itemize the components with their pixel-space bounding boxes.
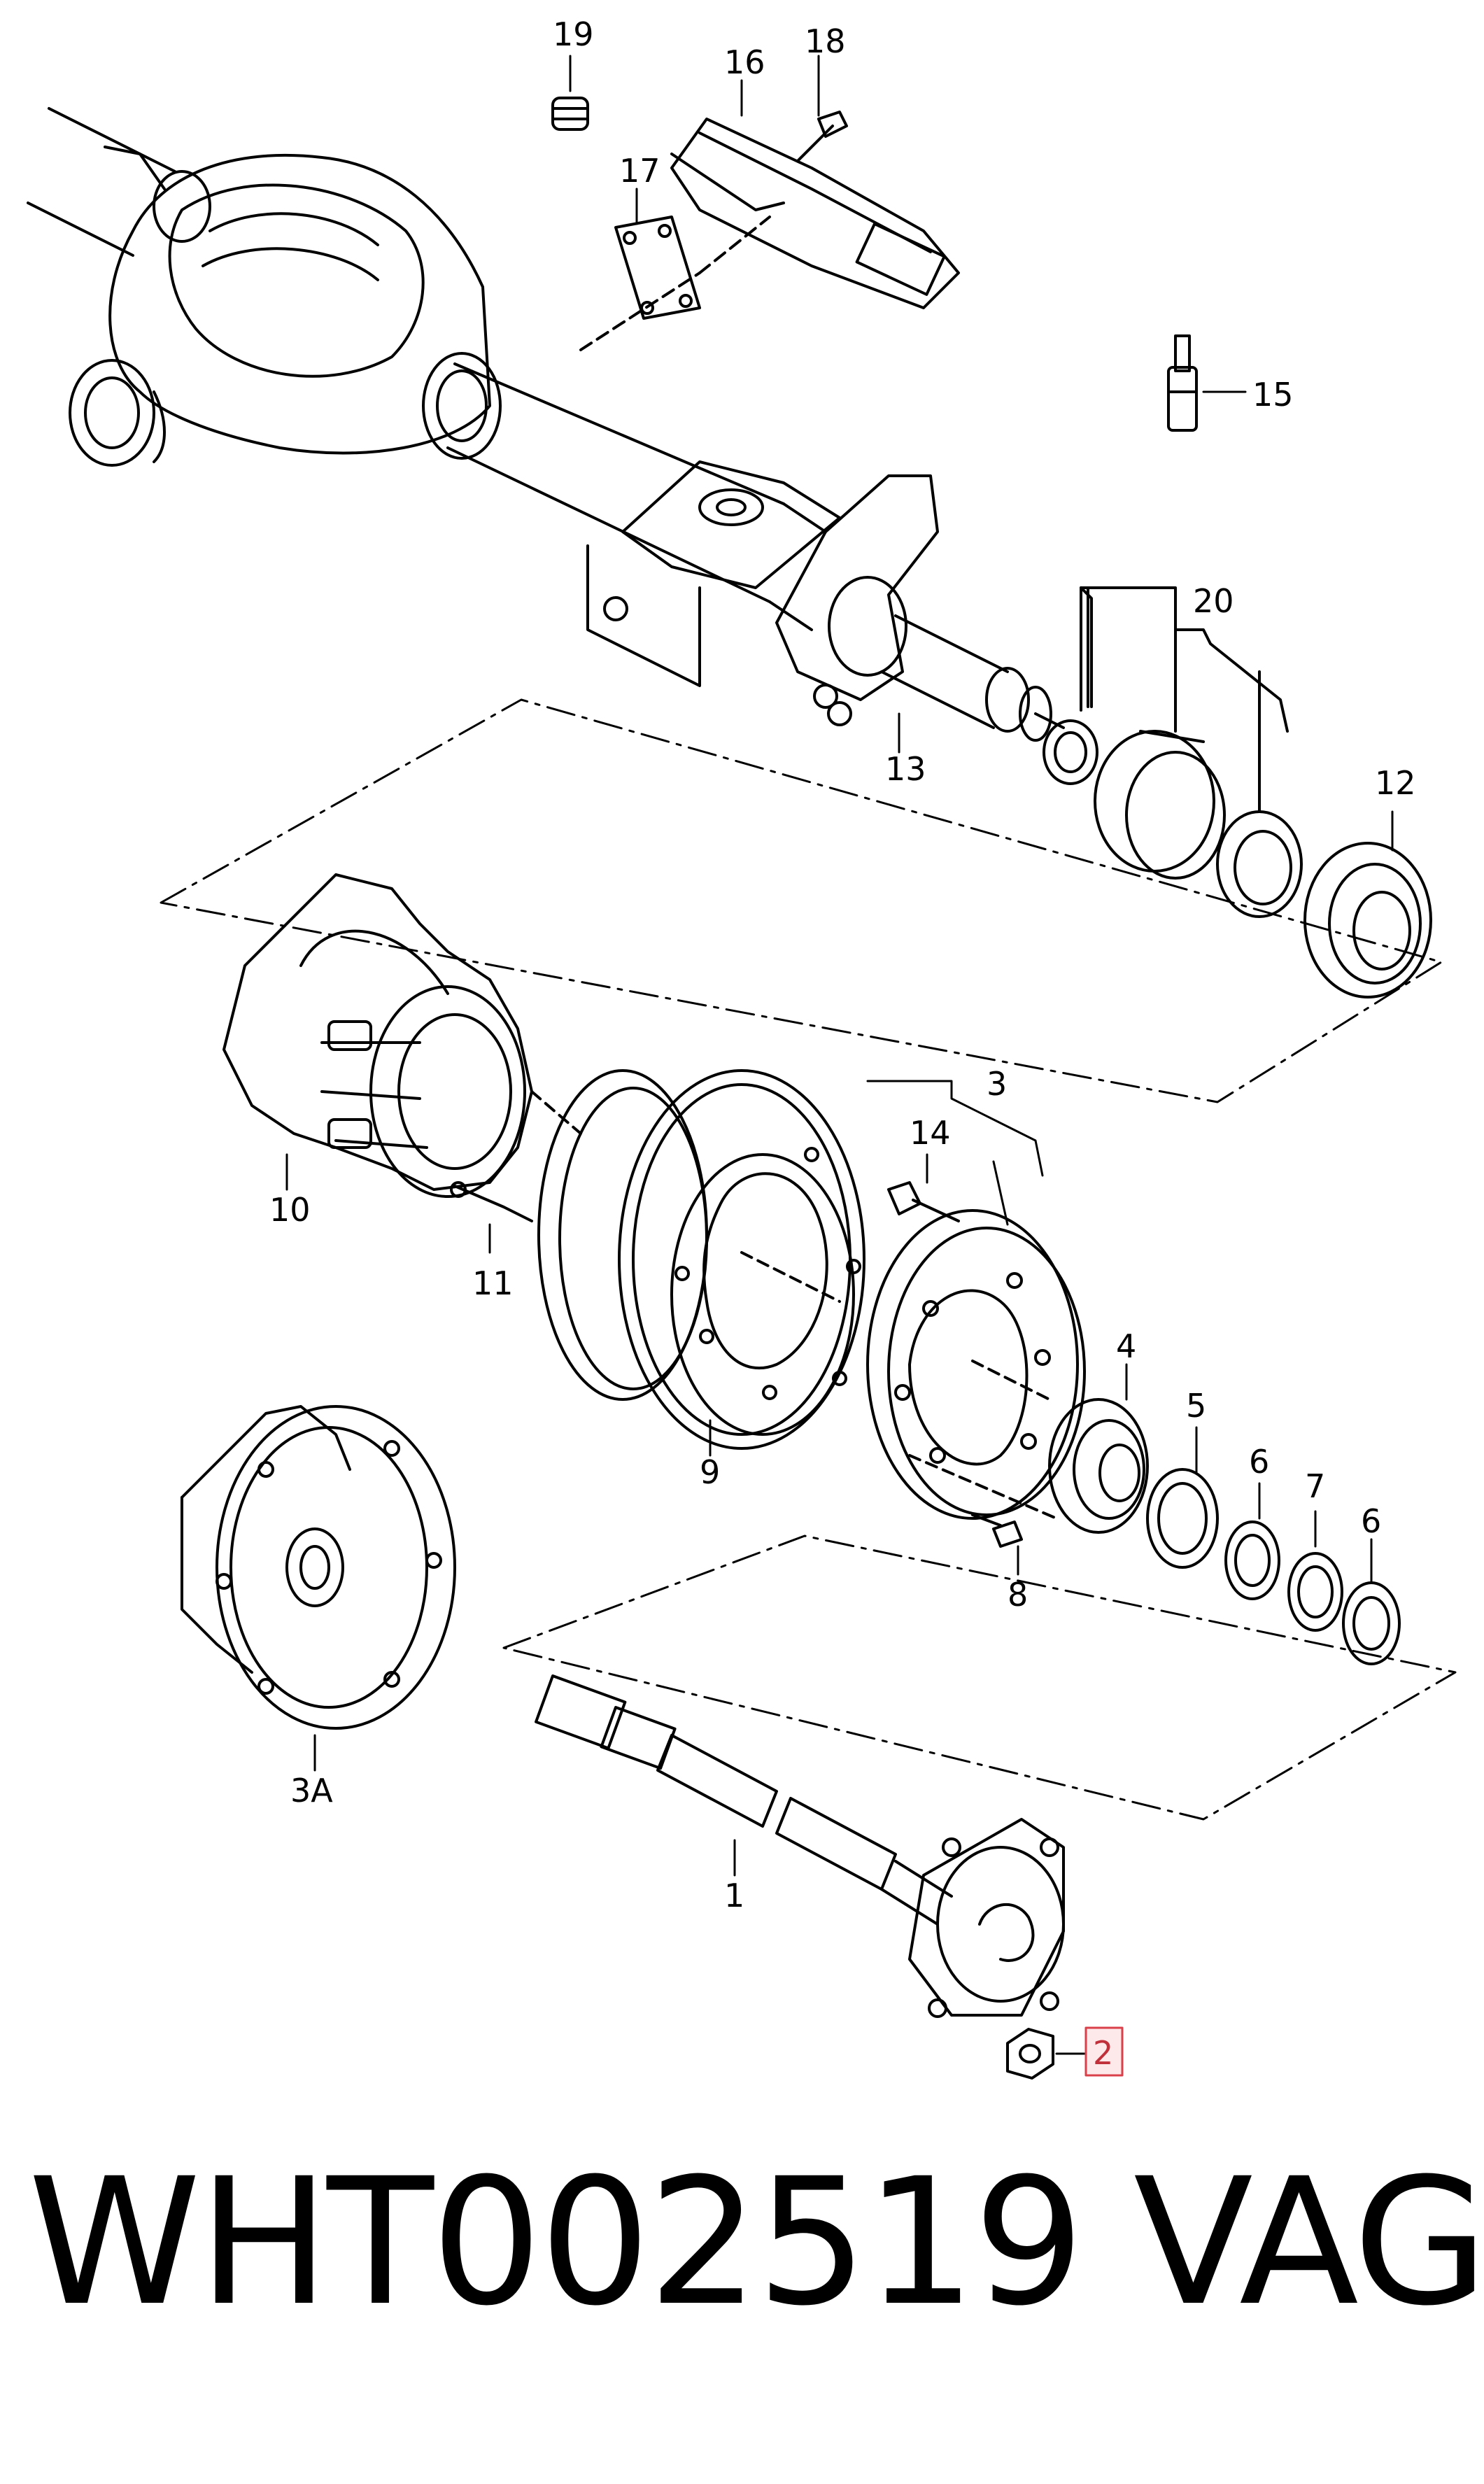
callout-labels: 19 16 18 17 15 20 13 12 10 11 3 14 9 4 5… — [269, 15, 1416, 2077]
callout-19: 19 — [553, 15, 594, 53]
brand-name: VAG — [1133, 2140, 1484, 2344]
bearing-group — [160, 586, 1443, 1103]
callout-14: 14 — [910, 1114, 951, 1152]
hub-10 — [222, 873, 582, 1222]
callout-13: 13 — [885, 750, 926, 788]
callout-18: 18 — [805, 22, 846, 60]
callout-11: 11 — [472, 1264, 514, 1302]
callout-8: 8 — [1008, 1576, 1028, 1614]
callout-9: 9 — [700, 1453, 720, 1491]
parts-16-19 — [551, 97, 1198, 432]
callout-15: 15 — [1252, 376, 1294, 414]
leader-lines — [285, 55, 1394, 2055]
callout-6a: 6 — [1249, 1443, 1269, 1481]
callout-1: 1 — [724, 1877, 744, 1914]
bearing-4-rings — [1048, 1398, 1401, 1665]
callout-6b: 6 — [1361, 1502, 1381, 1540]
callout-16: 16 — [724, 43, 765, 81]
callout-3: 3 — [987, 1065, 1007, 1103]
callout-4: 4 — [1116, 1327, 1136, 1365]
callout-10: 10 — [269, 1191, 311, 1229]
callout-20: 20 — [1193, 582, 1234, 620]
exploded-axle-diagram: 19 16 18 17 15 20 13 12 10 11 3 14 9 4 5… — [27, 15, 1457, 2080]
callout-12: 12 — [1375, 764, 1416, 802]
brake-plate-3 — [866, 1181, 1086, 1548]
brake-drum-9 — [537, 1069, 865, 1450]
callout-3A: 3A — [290, 1772, 333, 1809]
part-number: WHT002519 — [28, 2140, 1084, 2344]
nut-2-part — [1006, 2028, 1054, 2080]
callout-5: 5 — [1186, 1387, 1206, 1425]
callout-2-highlight — [1084, 2026, 1124, 2077]
axle-housing — [27, 107, 1065, 742]
callout-2: 2 — [1093, 2034, 1113, 2072]
drive-shaft-1 — [502, 1534, 1457, 2080]
callout-17: 17 — [619, 152, 660, 190]
callout-7: 7 — [1305, 1467, 1325, 1505]
hub-3A — [181, 1405, 456, 1730]
